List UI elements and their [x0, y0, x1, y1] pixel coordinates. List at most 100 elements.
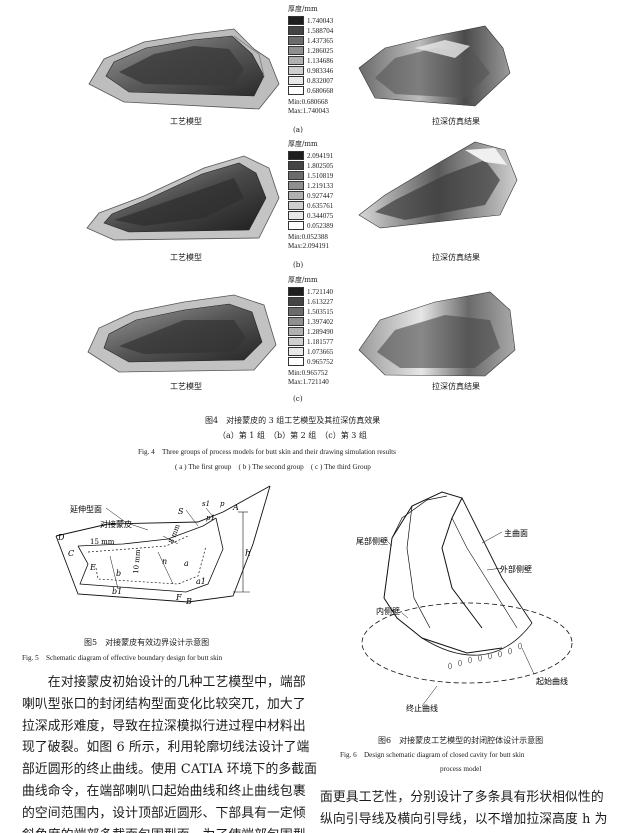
label-extend-surface: 延伸型面: [70, 504, 102, 514]
label-start-curve: 起始曲线: [536, 676, 568, 686]
letter-a: a: [184, 559, 189, 568]
legend-row: 1.721140: [288, 287, 333, 296]
legend-swatch: [288, 36, 304, 45]
label-outer-wall: 外部侧壁: [500, 564, 532, 574]
paragraph-line: 面更具工艺性，分别设计了多条具有形状相似性的: [320, 790, 604, 805]
legend-swatch: [288, 327, 304, 336]
dim-8mm: 8 mm: [167, 523, 181, 545]
letter-b1: b1: [112, 587, 122, 596]
legend-row: 1.134686: [288, 56, 333, 65]
legend-value: 1.802505: [307, 161, 334, 170]
legend-value: 1.073665: [307, 347, 334, 356]
paragraph-line: 纵向引导线及横向引导线，以不增加拉深高度 h 为: [320, 811, 608, 827]
legend-row: 1.219133: [288, 181, 333, 190]
letter-S: S: [178, 507, 184, 516]
letter-C: C: [68, 549, 74, 558]
letter-a1: a1: [196, 577, 206, 586]
legend-row: 0.965752: [288, 357, 333, 366]
legend-value: 1.503515: [307, 307, 334, 316]
fig5-caption-cn: 图5 对接蒙皮有效边界设计示意图: [84, 638, 210, 647]
legend-row: 0.680668: [288, 86, 333, 95]
legend-row: 1.286025: [288, 46, 333, 55]
legend-swatch: [288, 211, 304, 220]
legend-swatch: [288, 297, 304, 306]
legend-row: 0.983346: [288, 66, 333, 75]
legend-row: 0.832007: [288, 76, 333, 85]
legend-row: 1.073665: [288, 347, 333, 356]
letter-p1: p1: [206, 514, 215, 522]
legend-swatch: [288, 26, 304, 35]
legend-row: 1.802505: [288, 161, 333, 170]
legend-row: 1.437365: [288, 36, 333, 45]
legend-swatch: [288, 151, 304, 160]
label-process-model-a: 工艺模型: [170, 117, 202, 126]
fig4-caption-cn: 图4 对接蒙皮的 3 组工艺模型及其拉深仿真效果: [205, 416, 381, 425]
legend-swatch: [288, 221, 304, 230]
label-end-curve: 终止曲线: [406, 703, 438, 713]
letter-s1: s1: [202, 500, 210, 508]
letter-n: n: [162, 557, 167, 566]
simulation-result-b-image: [358, 141, 518, 229]
label-inner-wall: 内侧壁: [376, 606, 400, 616]
legend-value: 0.927447: [307, 191, 334, 200]
body-text-left: 在对接蒙皮初始设计的几种工艺模型中，端部 喇叭型张口的封闭结构型面变化比较突兀，…: [22, 672, 317, 833]
legend-value: 1.588704: [307, 26, 334, 35]
process-model-c-image: [87, 294, 277, 373]
legend-value: 1.219133: [307, 181, 334, 190]
label-tail-wall: 尾部侧壁: [356, 536, 388, 546]
simulation-result-a-image: [358, 25, 511, 107]
letter-p: p: [220, 500, 225, 508]
legend-swatch: [288, 337, 304, 346]
sub-label-c: (c): [293, 394, 303, 403]
legend-swatch: [288, 76, 304, 85]
legend-value: 0.983346: [307, 66, 334, 75]
legend-max-b: Max:2.094191: [288, 242, 330, 250]
paragraph-line: 在对接蒙皮初始设计的几种工艺模型中，端部: [22, 675, 306, 690]
label-main-surface: 主曲面: [504, 528, 528, 538]
dim-15mm: 15 mm: [90, 538, 115, 546]
legend-max-c: Max:1.721140: [288, 378, 329, 386]
paragraph-line: 曲线命令，在端部喇叭口起始曲线和终止曲线包裹: [22, 783, 306, 799]
legend-row: 1.510819: [288, 171, 333, 180]
legend-min-b: Min:0.052388: [288, 233, 328, 241]
legend-swatch: [288, 201, 304, 210]
fig4-subcaption-cn: （a）第 1 组 （b）第 2 组 （c）第 3 组: [218, 431, 367, 440]
legend-row: 0.052389: [288, 221, 333, 230]
legend-value: 1.134686: [307, 56, 334, 65]
legend-value: 0.965752: [307, 357, 334, 366]
label-butt-skin: 对接蒙皮: [100, 519, 132, 529]
legend-value: 1.613227: [307, 297, 334, 306]
fig6-caption-en-1: Fig. 6 Design schematic diagram of close…: [340, 751, 525, 759]
legend-row: 1.181577: [288, 337, 333, 346]
legend-value: 1.437365: [307, 36, 334, 45]
letter-D: D: [57, 533, 65, 542]
legend-value: 0.344075: [307, 211, 334, 220]
legend-value: 1.181577: [307, 337, 334, 346]
legend-row: 0.927447: [288, 191, 333, 200]
legend-row: 1.397402: [288, 317, 333, 326]
legend-title-c: 厚度/mm: [288, 276, 318, 284]
fig5-diagram: 延伸型面 对接蒙皮 15 mm 8 mm 10 mm D C E b b1 F …: [55, 485, 271, 606]
legend-value: 1.289490: [307, 327, 334, 336]
legend-value: 2.094191: [307, 151, 334, 160]
legend-swatch: [288, 307, 304, 316]
legend-row: 1.289490: [288, 327, 333, 336]
legend-row: 1.503515: [288, 307, 333, 316]
fig5-caption-en: Fig. 5 Schematic diagram of effective bo…: [22, 654, 223, 662]
legend-value: 0.832007: [307, 76, 334, 85]
legend-swatch: [288, 171, 304, 180]
fig6-caption-cn: 图6 对接蒙皮工艺模型的封闭腔体设计示意图: [378, 736, 544, 745]
legend-min-a: Min:0.680668: [288, 98, 328, 106]
legend-swatch: [288, 16, 304, 25]
legend-value: 1.721140: [307, 287, 333, 296]
legend-max-a: Max:1.740043: [288, 107, 330, 115]
sub-label-b: (b): [293, 260, 304, 269]
legend-row: 1.613227: [288, 297, 333, 306]
body-text-right: 面更具工艺性，分别设计了多条具有形状相似性的 纵向引导线及横向引导线，以不增加拉…: [320, 787, 610, 831]
paragraph-line: 的空间范围内，设计顶部近圆形、下部具有一定倾: [22, 805, 306, 821]
label-process-model-c: 工艺模型: [170, 382, 202, 391]
legend-value: 0.052389: [307, 221, 334, 230]
fig6-diagram: 主曲面 尾部侧壁 外部侧壁 内侧壁 起始曲线 终止曲线: [356, 491, 573, 713]
sub-label-a: (a): [293, 125, 303, 134]
paragraph-line: 喇叭型张口的封闭结构型面变化比较突兀，加大了: [22, 696, 306, 712]
